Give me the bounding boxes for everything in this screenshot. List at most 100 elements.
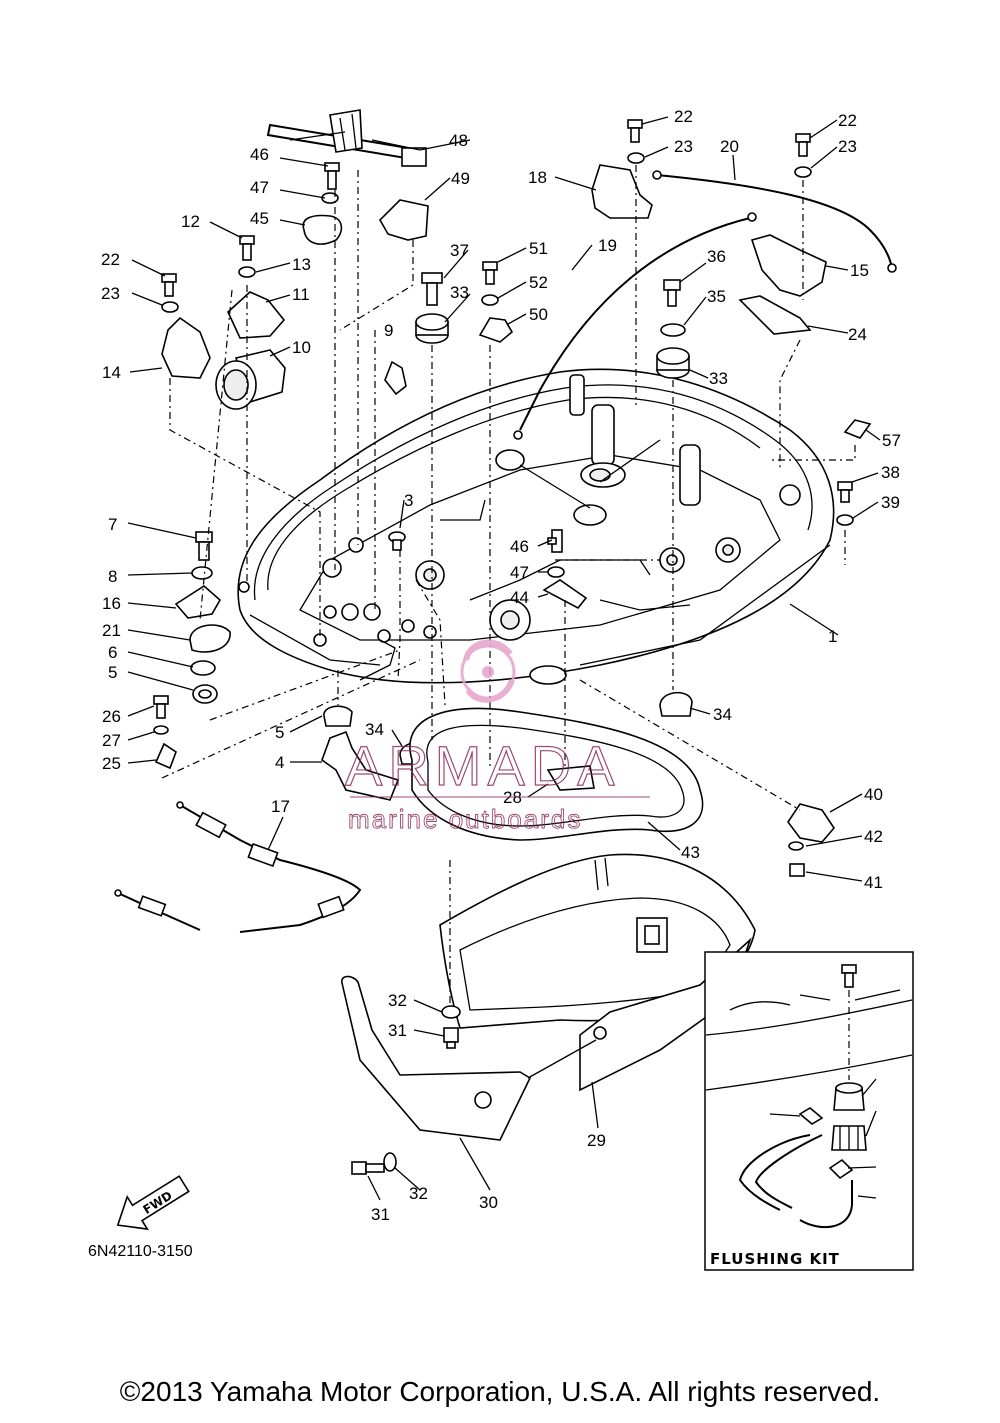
callout-24: 24	[848, 325, 867, 344]
callout-33b: 33	[709, 369, 728, 388]
callout-31a: 31	[388, 1021, 407, 1040]
bolt-51	[482, 261, 498, 285]
callout-8: 8	[108, 567, 117, 586]
callout-7: 7	[108, 515, 117, 534]
bolt-7	[195, 531, 213, 561]
callout-19: 19	[598, 236, 617, 255]
bolt-38	[837, 481, 853, 503]
callout-37: 37	[450, 241, 469, 260]
callout-43: 43	[681, 843, 700, 862]
cable-19	[519, 217, 751, 431]
callout-42: 42	[864, 827, 883, 846]
callout-50: 50	[529, 305, 548, 324]
callout-46a: 46	[250, 145, 269, 164]
lower-cowling	[341, 853, 756, 1141]
callout-29: 29	[587, 1131, 606, 1150]
callout-22a: 22	[101, 250, 120, 269]
collar-34-right	[659, 691, 693, 717]
clamp-50	[478, 317, 514, 343]
lock-10	[215, 349, 286, 410]
grommet-33-right	[656, 347, 690, 379]
bolt-26	[153, 695, 169, 719]
bracket-11	[227, 291, 286, 339]
cable-holder-48	[266, 109, 427, 167]
latch-15	[750, 234, 827, 297]
hose-55	[738, 1134, 853, 1228]
spring-21	[189, 624, 231, 653]
callout-17: 17	[271, 797, 290, 816]
bolt-41	[789, 863, 805, 877]
callout-41: 41	[864, 873, 883, 892]
callout-32b: 32	[409, 1184, 428, 1203]
callout-34a: 34	[365, 720, 384, 739]
alignment-lines	[161, 165, 856, 1005]
callout-12: 12	[181, 212, 200, 231]
clip-25	[154, 742, 177, 770]
callout-57: 57	[882, 431, 901, 450]
bolt-31-lower	[351, 1161, 385, 1175]
callout-47b: 47	[510, 563, 529, 582]
pad-45	[302, 214, 343, 245]
callout-6: 6	[108, 643, 117, 662]
callout-40: 40	[864, 785, 883, 804]
callout-38: 38	[881, 463, 900, 482]
grommet-33-left	[415, 313, 449, 344]
callout-22b: 22	[674, 107, 693, 126]
callout-1: 1	[828, 627, 837, 646]
label-57	[843, 419, 872, 439]
bolt-22-mid	[627, 119, 643, 143]
callout-5a: 5	[108, 663, 117, 682]
callout-11: 11	[292, 285, 310, 304]
flushing-kit-title: FLUSHING KIT	[710, 1250, 840, 1268]
flushing-kit-inset: FLUSHING KIT	[704, 951, 914, 1271]
callout-34b: 34	[713, 705, 732, 724]
bolt-22-left	[161, 273, 177, 297]
cable-17	[114, 801, 362, 933]
callout-14: 14	[102, 363, 121, 382]
callout-22c: 22	[838, 111, 857, 130]
callout-23a: 23	[101, 284, 120, 303]
callout-27: 27	[102, 731, 121, 750]
cable-20	[656, 174, 893, 269]
latch-14	[161, 316, 211, 379]
link-44	[542, 579, 588, 610]
plate-24	[738, 295, 812, 335]
watermark-brand: ARMADA	[345, 734, 621, 797]
callout-47a: 47	[250, 178, 269, 197]
lever-4	[321, 730, 400, 801]
callout-13: 13	[292, 255, 311, 274]
callout-16: 16	[102, 594, 121, 613]
bracket-16	[174, 585, 222, 619]
callout-49: 49	[451, 169, 470, 188]
clip-49	[379, 199, 429, 241]
bottom-cowling	[237, 368, 835, 685]
bolt-36	[663, 279, 681, 307]
callout-48: 48	[449, 131, 468, 150]
hose-clamp-56-lower	[828, 1158, 854, 1180]
callout-30: 30	[479, 1193, 498, 1212]
bolt-31-upper	[443, 1027, 459, 1049]
callout-32a: 32	[388, 991, 407, 1010]
callout-21: 21	[102, 621, 121, 640]
leader-lines	[127, 116, 881, 1201]
callout-31b: 31	[371, 1205, 390, 1224]
callout-36: 36	[707, 247, 726, 266]
callout-44: 44	[510, 588, 529, 607]
bracket-40	[787, 803, 836, 843]
watermark: ARMADA marine outboards	[344, 639, 650, 834]
bolt-46-mid	[547, 529, 563, 553]
callout-45: 45	[250, 209, 269, 228]
callout-39: 39	[881, 493, 900, 512]
callout-46b: 46	[510, 537, 529, 556]
callout-10: 10	[292, 338, 311, 357]
forward-arrow: FWD	[116, 1175, 190, 1231]
bracket-18	[591, 164, 653, 219]
callout-4: 4	[275, 753, 284, 772]
clip-9	[384, 360, 407, 396]
callout-35: 35	[707, 287, 726, 306]
callout-23b: 23	[674, 137, 693, 156]
callout-25: 25	[102, 754, 121, 773]
callout-33a: 33	[450, 283, 469, 302]
bolt-22-right	[795, 133, 811, 157]
